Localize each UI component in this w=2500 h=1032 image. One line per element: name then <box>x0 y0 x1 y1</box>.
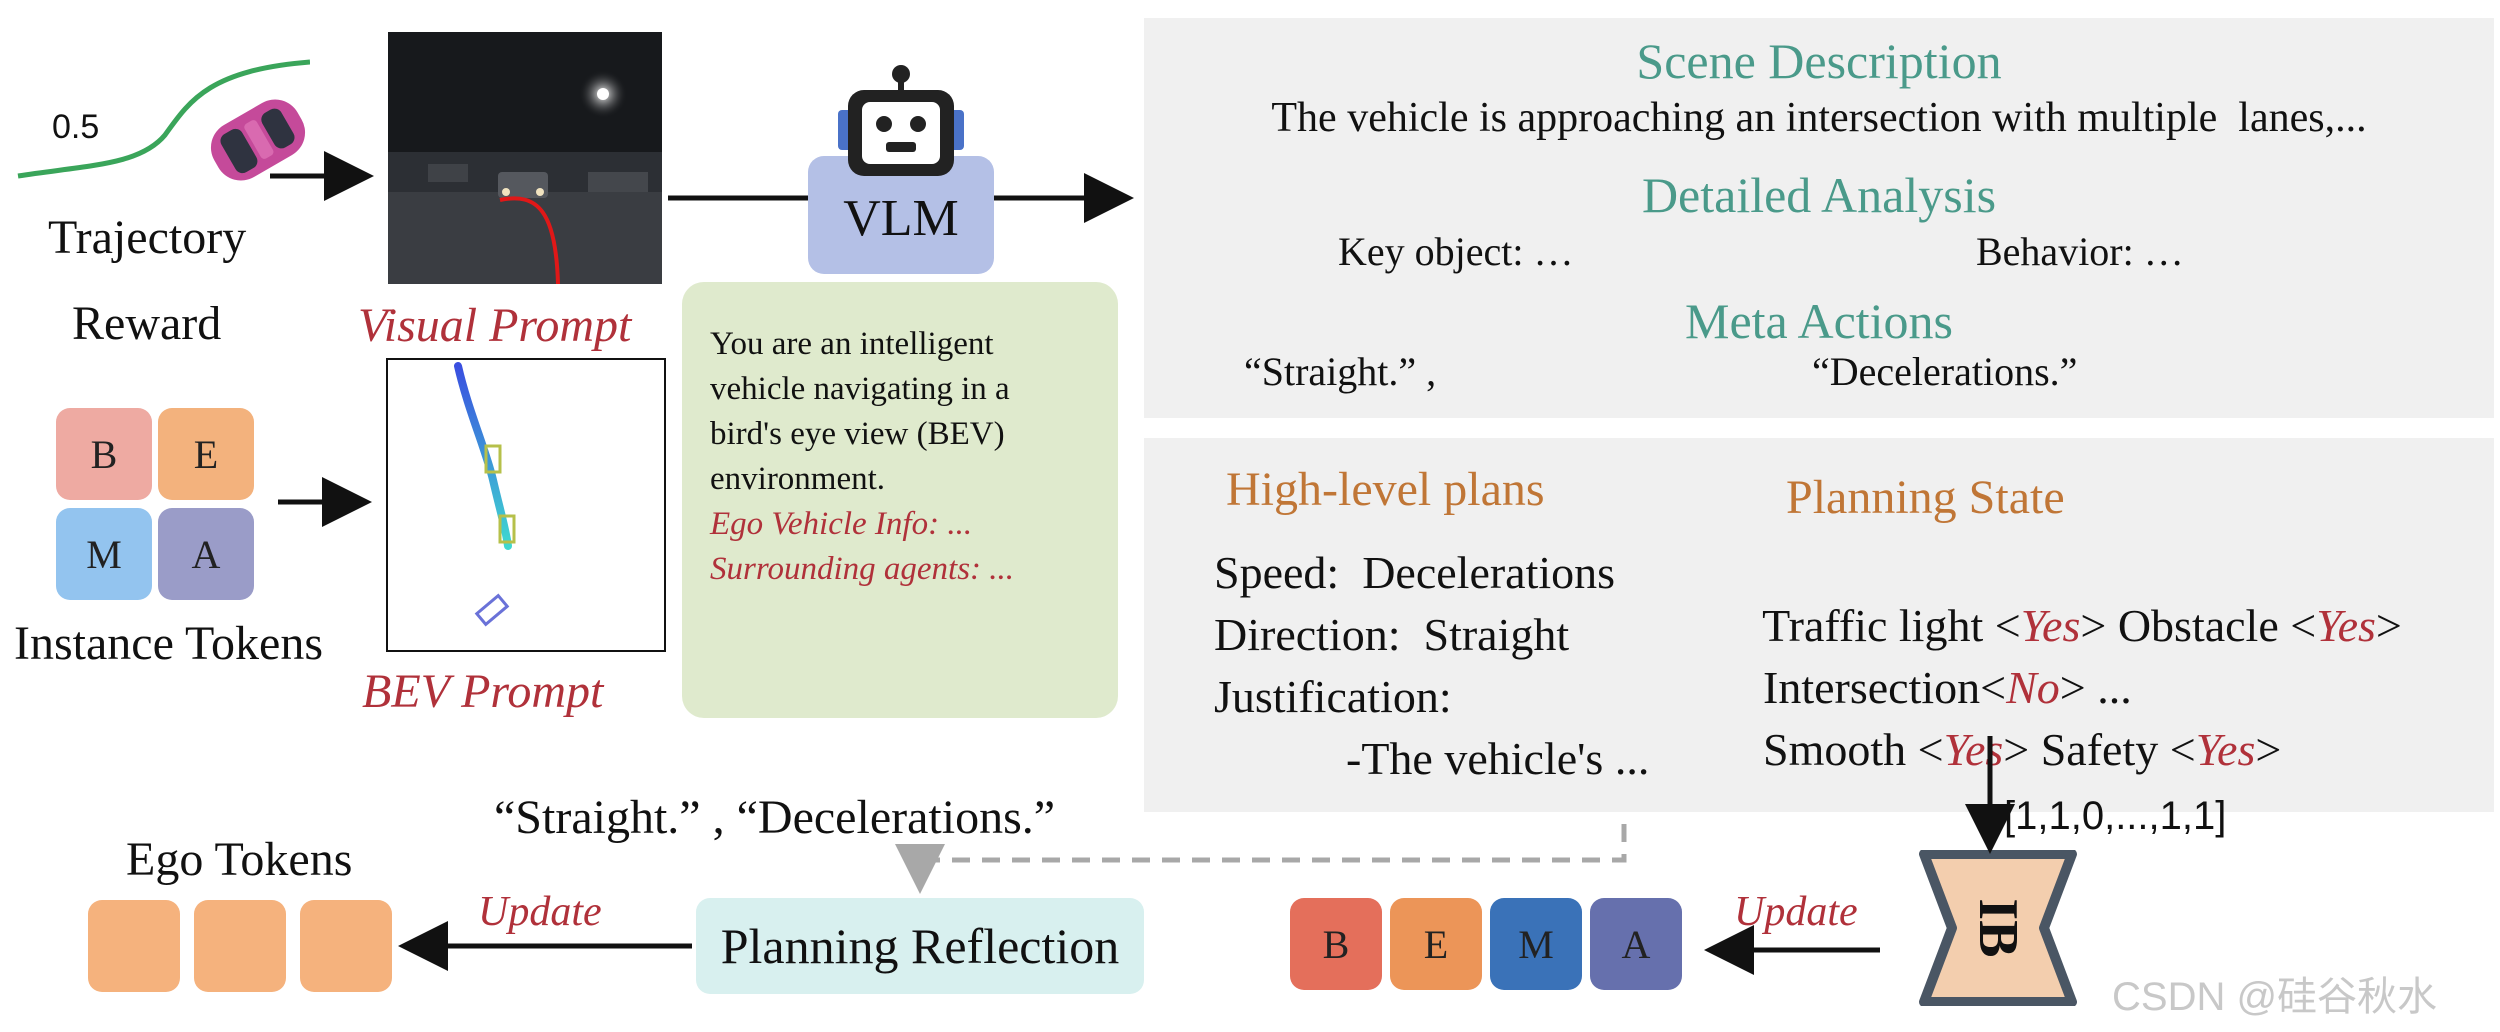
bottom-token-a: A <box>1590 898 1682 990</box>
scene-description-title: Scene Description <box>1144 32 2494 90</box>
speed-plan: Speed: Decelerations <box>1214 546 1615 599</box>
reward-value-label: 0.5 <box>52 108 99 147</box>
update-label-left: Update <box>478 888 602 936</box>
key-object-text: Key object: … <box>1338 228 1574 275</box>
meta-action-straight: “Straight.” , <box>1244 348 1436 395</box>
high-level-plans-title: High-level plans <box>1226 462 1545 517</box>
bottom-token-b: B <box>1290 898 1382 990</box>
robot-icon <box>836 62 966 182</box>
meta-feedback-text: “Straight.” , “Decelerations.” <box>494 790 1055 845</box>
trajectory-title: Trajectory <box>48 210 246 265</box>
bev-prompt-image <box>386 358 666 652</box>
system-prompt-line: environment. <box>710 457 1014 502</box>
ib-label: IB <box>1966 878 2030 978</box>
reward-title: Reward <box>72 296 221 351</box>
system-prompt-line: vehicle navigating in a <box>710 367 1014 412</box>
instance-tokens-title: Instance Tokens <box>14 616 323 671</box>
instance-token-e: E <box>158 408 254 500</box>
planning-reflection-box: Planning Reflection <box>696 898 1144 994</box>
bottom-token-m: M <box>1490 898 1582 990</box>
behavior-text: Behavior: … <box>1976 228 2184 275</box>
planning-state-vector: [1,1,0,...,1,1] <box>2004 794 2226 839</box>
surrounding-agents-line: Surrounding agents: ... <box>710 547 1014 592</box>
direction-plan: Direction: Straight <box>1214 608 1569 661</box>
vlm-label: VLM <box>843 189 959 248</box>
planning-state-row-3: Smooth <Yes> Safety <Yes> <box>1740 670 2281 776</box>
scene-description-text: The vehicle is approaching an intersecti… <box>1144 94 2494 142</box>
ego-tokens-title: Ego Tokens <box>126 832 352 887</box>
planning-state-title: Planning State <box>1786 470 2065 525</box>
meta-actions-title: Meta Actions <box>1144 292 2494 350</box>
ego-vehicle-info-line: Ego Vehicle Info: ... <box>710 502 1014 547</box>
system-prompt-line: bird's eye view (BEV) <box>710 412 1014 457</box>
justification-text: -The vehicle's ... <box>1346 732 1649 785</box>
planning-reflection-label: Planning Reflection <box>721 917 1120 975</box>
update-label-right: Update <box>1734 888 1858 936</box>
watermark: CSDN @硅谷秋水 <box>2112 964 2437 1022</box>
ego-token-3 <box>300 900 392 992</box>
visual-prompt-label: Visual Prompt <box>358 298 631 353</box>
system-prompt-line: You are an intelligent <box>710 322 1014 367</box>
ego-token-1 <box>88 900 180 992</box>
bev-prompt-label: BEV Prompt <box>362 664 603 719</box>
instance-token-a: A <box>158 508 254 600</box>
bottom-token-e: E <box>1390 898 1482 990</box>
detailed-analysis-title: Detailed Analysis <box>1144 166 2494 224</box>
meta-action-decelerations: “Decelerations.” <box>1812 348 2077 395</box>
car-icon <box>201 90 310 190</box>
instance-token-b: B <box>56 408 152 500</box>
ego-token-2 <box>194 900 286 992</box>
system-prompt-box: You are an intelligent vehicle navigatin… <box>682 282 1118 718</box>
instance-token-m: M <box>56 508 152 600</box>
justification-label: Justification: <box>1214 670 1452 723</box>
visual-prompt-image <box>388 32 662 284</box>
